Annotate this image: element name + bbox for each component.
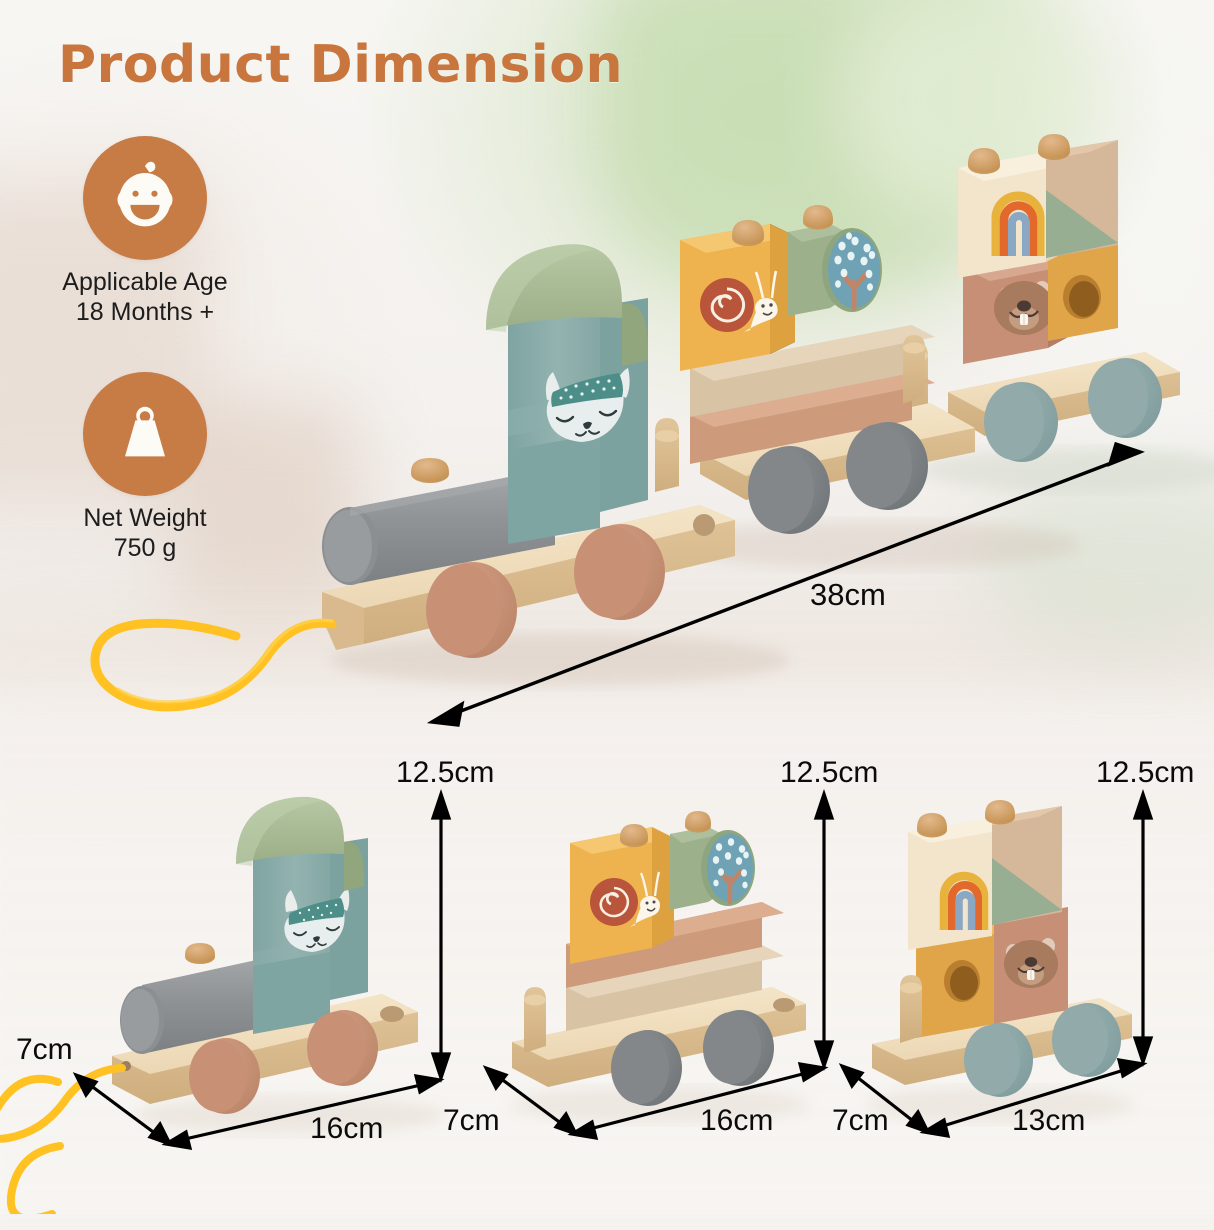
dimension-label-width-1: 16cm [310, 1112, 384, 1145]
background-window-glow [840, 0, 1100, 220]
background-tint-right [980, 470, 1214, 650]
dimension-label-width-3: 13cm [1012, 1104, 1086, 1137]
spec-weight-line2: 750 g [113, 533, 177, 562]
dimension-label-height-1: 12.5cm [396, 756, 495, 789]
spec-applicable-age: Applicable Age 18 Months + [20, 136, 270, 327]
dimension-label-height-2: 12.5cm [780, 756, 879, 789]
page-title: Product Dimension [58, 35, 623, 95]
dimension-label-depth-3: 7cm [832, 1104, 889, 1137]
dimension-label-height-3: 12.5cm [1096, 756, 1195, 789]
weight-icon [83, 372, 207, 496]
spec-net-weight: Net Weight 750 g [20, 372, 270, 563]
baby-face-icon [83, 136, 207, 260]
spec-age-line1: Applicable Age [62, 268, 228, 296]
dimension-label-overall-length: 38cm [810, 577, 886, 612]
dimension-label-depth-1: 7cm [16, 1033, 73, 1066]
dimension-label-depth-2: 7cm [443, 1104, 500, 1137]
background-lower-surface [0, 690, 1214, 1230]
spec-age-line2: 18 Months + [75, 297, 215, 326]
dimension-label-width-2: 16cm [700, 1104, 774, 1137]
spec-weight-line1: Net Weight [83, 504, 207, 532]
